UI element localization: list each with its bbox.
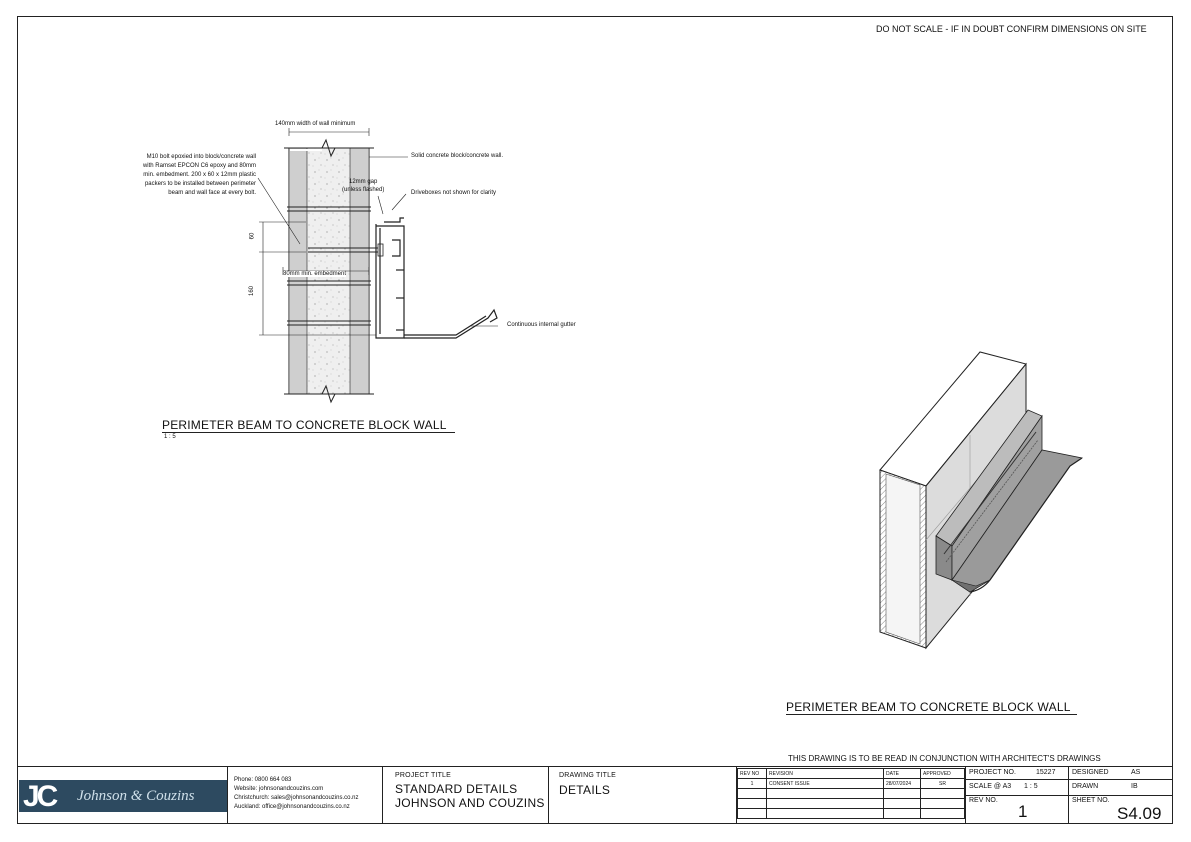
designed-row: DESIGNED AS <box>1069 767 1172 780</box>
section-detail-title: PERIMETER BEAM TO CONCRETE BLOCK WALL <box>162 418 455 433</box>
perimeter-beam-profile <box>375 217 405 339</box>
gap-note-line: 12mm gap <box>349 179 378 185</box>
wall-note: Solid concrete block/concrete wall. <box>411 153 504 159</box>
gap-note: 12mm gap (unless flashed) <box>342 178 384 194</box>
project-no-label: PROJECT NO. <box>969 769 1016 776</box>
table-row <box>737 798 965 809</box>
logo-name: Johnson & Couzins <box>77 788 195 804</box>
contact-christchurch: Christchurch: sales@johnsonandcouzins.co… <box>234 795 359 801</box>
sheet-no-label: SHEET NO. <box>1072 797 1110 804</box>
drawn-value: IB <box>1131 783 1138 790</box>
drivebox-note: Driveboxes not shown for clarity <box>411 190 497 196</box>
project-title-line-1: STANDARD DETAILS <box>395 782 518 796</box>
dimension-lines <box>257 128 498 336</box>
embedment-note: 80mm min. embedment <box>283 271 347 277</box>
drawing-sheet-border <box>17 16 1173 824</box>
revision-cell: CONSENT ISSUE <box>766 778 884 789</box>
revision-table: REV NO REVISION DATE APPROVED 1 CONSENT … <box>737 768 965 819</box>
approved-cell: SR <box>920 778 965 789</box>
section-detail-scale: 1 : 5 <box>164 434 176 440</box>
rev-no-header: REV NO <box>737 768 767 779</box>
revision-header: REVISION <box>766 768 884 779</box>
gutter-note: Continuous internal gutter <box>507 322 576 328</box>
contact-website: Website: johnsonandcouzins.com <box>234 786 324 792</box>
drawing-title-label: DRAWING TITLE <box>559 772 617 779</box>
bolt-note-line: with Ramset EPCON C6 epoxy and 80mm <box>142 163 256 169</box>
logo-initials: JC <box>23 780 58 813</box>
rev-no-value: 1 <box>1018 802 1028 821</box>
table-row <box>737 808 965 819</box>
contact-cell: Phone: 0800 664 083 Website: johnsonandc… <box>228 767 383 824</box>
wall-width-dimension-label: 140mm width of wall minimum <box>275 121 356 127</box>
revision-header-row: REV NO REVISION DATE APPROVED <box>737 768 965 779</box>
approved-header: APPROVED <box>920 768 965 779</box>
drawing-title: DETAILS <box>559 783 611 797</box>
table-row <box>737 788 965 799</box>
isometric-detail-drawing <box>879 351 1084 650</box>
contact-details: Phone: 0800 664 083 Website: johnsonandc… <box>234 776 359 812</box>
contact-auckland: Auckland: office@johnsonandcouzins.co.nz <box>234 804 350 810</box>
bolt-note-line: beam and wall face at every bolt. <box>168 190 256 196</box>
designed-label: DESIGNED <box>1072 769 1109 776</box>
bolt-note: M10 bolt epoxied into block/concrete wal… <box>98 153 256 198</box>
project-title-line-2: JOHNSON AND COUZINS <box>395 796 545 810</box>
sheet-no-value: S4.09 <box>1117 804 1162 823</box>
scale-value: 1 : 5 <box>1024 783 1038 790</box>
isometric-detail-title: PERIMETER BEAM TO CONCRETE BLOCK WALL <box>786 700 1077 715</box>
project-no-value: 15227 <box>1036 769 1056 776</box>
date-header: DATE <box>883 768 921 779</box>
table-row: 1 CONSENT ISSUE 28/07/2024 SR <box>737 778 965 789</box>
designed-column: DESIGNED AS DRAWN IB SHEET NO. S4.09 <box>1069 767 1172 824</box>
scale-row: SCALE @ A3 1 : 5 <box>966 779 1069 796</box>
project-title-label: PROJECT TITLE <box>395 772 452 779</box>
bolt-note-line: M10 bolt epoxied into block/concrete wal… <box>146 154 256 160</box>
project-no-column: PROJECT NO. 15227 SCALE @ A3 1 : 5 REV N… <box>965 767 1069 824</box>
scale-label: SCALE @ A3 <box>969 783 1012 790</box>
drawing-title-cell: DRAWING TITLE DETAILS <box>549 767 737 824</box>
gap-note-line: (unless flashed) <box>342 187 385 193</box>
date-cell: 28/07/2024 <box>883 778 921 789</box>
internal-gutter <box>404 308 498 339</box>
rev-no-row: REV NO. 1 <box>966 795 1069 824</box>
drawn-row: DRAWN IB <box>1069 779 1172 796</box>
do-not-scale-note: DO NOT SCALE - IF IN DOUBT CONFIRM DIMEN… <box>876 24 1147 34</box>
bolt-note-line: packers to be installed between perimete… <box>144 181 256 187</box>
rev-no-label: REV NO. <box>969 797 998 804</box>
drawn-label: DRAWN <box>1072 783 1099 790</box>
architect-drawings-note: THIS DRAWING IS TO BE READ IN CONJUNCTIO… <box>788 754 1101 763</box>
dimension-160: 160 <box>249 285 256 297</box>
dimension-60: 60 <box>249 232 256 240</box>
contact-phone: Phone: 0800 664 083 <box>234 777 292 783</box>
rev-no-cell: 1 <box>737 778 767 789</box>
project-no-row: PROJECT NO. 15227 <box>966 767 1069 780</box>
bolt-note-line: min. embedment. 200 x 60 x 12mm plastic <box>143 172 256 178</box>
designed-value: AS <box>1131 769 1141 776</box>
sheet-no-row: SHEET NO. S4.09 <box>1069 795 1172 824</box>
logo-cell: JC Johnson & Couzins <box>17 767 228 824</box>
title-block: JC Johnson & Couzins Phone: 0800 664 083… <box>17 766 1173 824</box>
company-logo: JC Johnson & Couzins <box>19 780 227 813</box>
project-title-cell: PROJECT TITLE STANDARD DETAILS JOHNSON A… <box>383 767 549 824</box>
